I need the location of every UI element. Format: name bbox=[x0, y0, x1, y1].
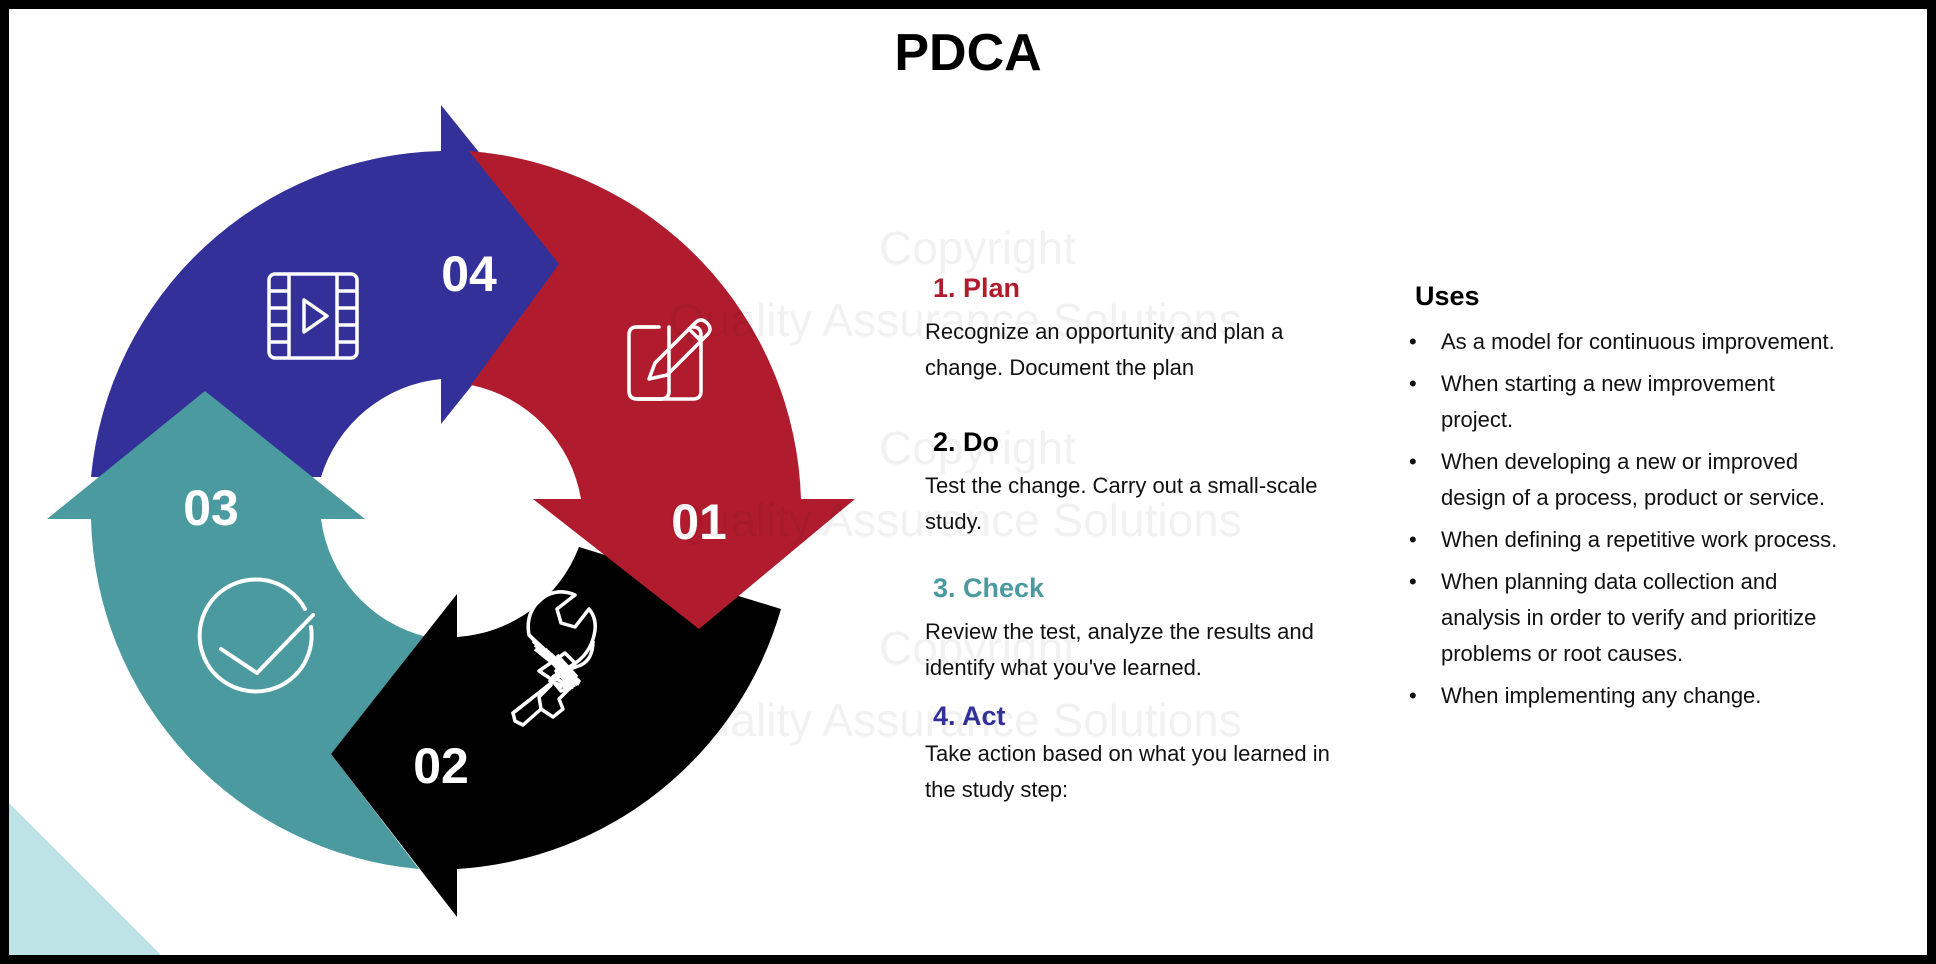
plan-number: 01 bbox=[671, 494, 727, 550]
step-plan-title: 1. Plan bbox=[933, 273, 1021, 303]
step-plan-description: Recognize an opportunity and plan a chan… bbox=[925, 319, 1284, 380]
pdca-cycle-diagram: 04 01 03 02 bbox=[47, 105, 855, 917]
check-segment bbox=[47, 391, 427, 869]
uses-item: •As a model for continuous improvement. bbox=[1409, 329, 1835, 354]
page-title: PDCA bbox=[894, 24, 1042, 82]
uses-panel: Uses •As a model for continuous improvem… bbox=[1409, 281, 1849, 720]
corner-decoration bbox=[9, 803, 161, 955]
act-number: 04 bbox=[441, 246, 497, 302]
step-do-description: Test the change. Carry out a small-scale… bbox=[925, 473, 1318, 534]
watermark-company-3: Quality Assurance Solutions bbox=[669, 694, 1242, 746]
step-plan: 1. Plan Recognize an opportunity and pla… bbox=[925, 273, 1345, 386]
watermark-copyright-3: Copyright bbox=[879, 622, 1076, 674]
watermark-copyright-1: Copyright bbox=[879, 222, 1076, 274]
watermark-copyright-2: Copyright bbox=[879, 422, 1076, 474]
act-segment bbox=[91, 105, 569, 477]
uses-item: •When starting a new improvement project… bbox=[1409, 371, 1775, 432]
step-check-title: 3. Check bbox=[933, 573, 1045, 603]
step-check-description: Review the test, analyze the results and… bbox=[925, 619, 1314, 680]
uses-title: Uses bbox=[1415, 281, 1480, 311]
step-act-title: 4. Act bbox=[933, 701, 1006, 731]
wrench-handle bbox=[511, 667, 573, 727]
uses-list: •As a model for continuous improvement. … bbox=[1409, 324, 1849, 714]
step-do: 2. Do Test the change. Carry out a small… bbox=[925, 427, 1345, 540]
edit-pencil-icon bbox=[627, 318, 712, 401]
step-act-description: Take action based on what you learned in… bbox=[925, 741, 1330, 802]
uses-item: •When developing a new or improved desig… bbox=[1409, 449, 1825, 510]
check-number: 03 bbox=[183, 480, 239, 536]
uses-item: •When planning data collection and analy… bbox=[1409, 569, 1817, 666]
step-do-title: 2. Do bbox=[933, 427, 1000, 457]
step-act: 4. Act Take action based on what you lea… bbox=[925, 701, 1345, 808]
checkmark-circle-icon bbox=[197, 577, 315, 694]
slide: PDCA 04 01 03 02 bbox=[9, 9, 1927, 955]
watermark-company-1: Quality Assurance Solutions bbox=[669, 294, 1242, 346]
uses-item: •When defining a repetitive work process… bbox=[1409, 527, 1838, 552]
do-segment bbox=[331, 547, 781, 917]
plan-segment bbox=[469, 151, 855, 629]
uses-item: •When implementing any change. bbox=[1409, 683, 1762, 708]
step-check: 3. Check Review the test, analyze the re… bbox=[925, 573, 1345, 686]
do-number: 02 bbox=[413, 738, 469, 794]
video-film-icon bbox=[267, 272, 359, 360]
watermark-company-2: Quality Assurance Solutions bbox=[669, 494, 1242, 546]
